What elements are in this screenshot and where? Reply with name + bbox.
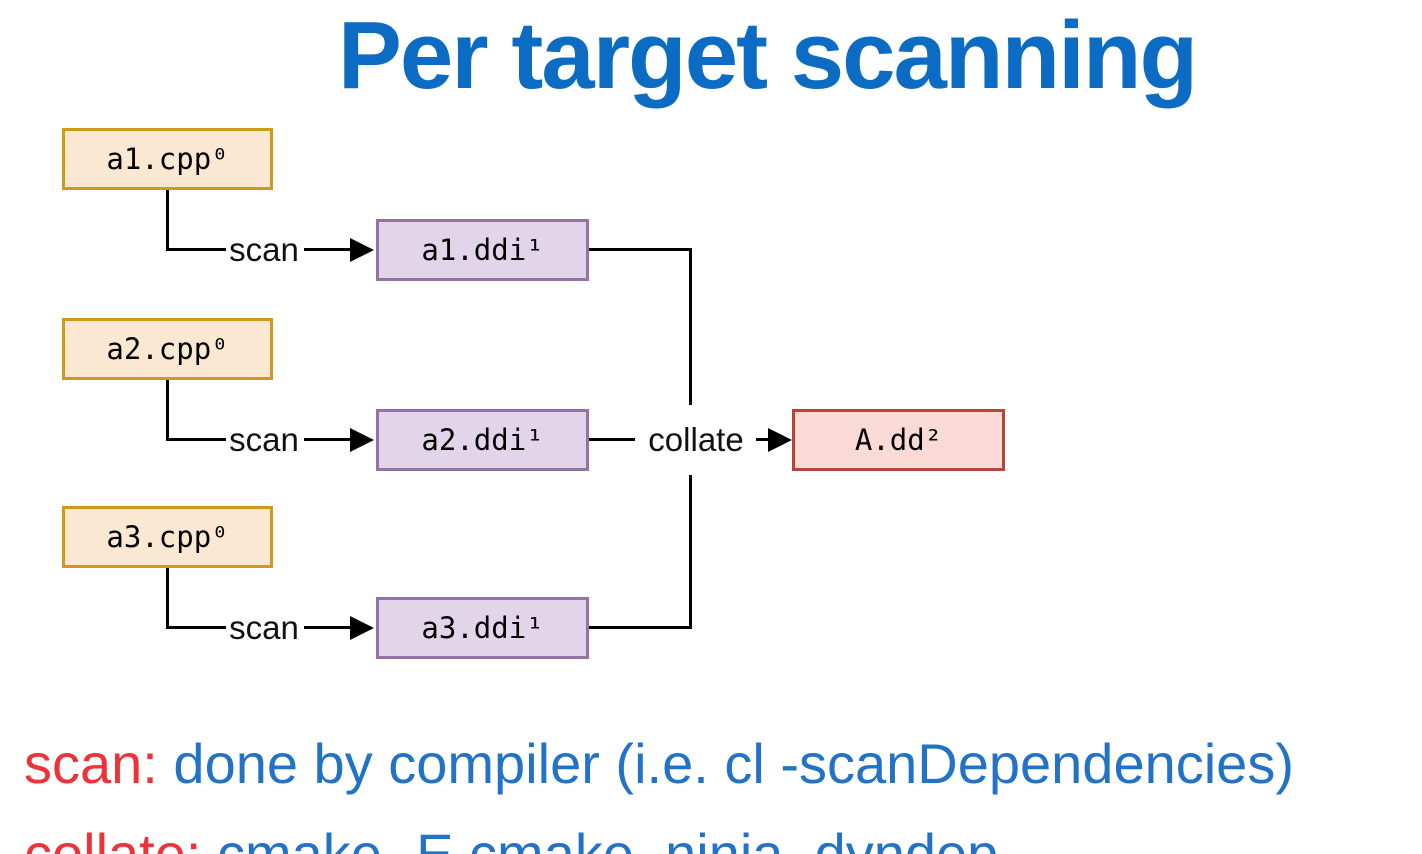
connector-a2-scan-left	[166, 438, 226, 441]
legend-collate-text: cmake -E cmake_ninja_dyndep	[217, 822, 999, 854]
collate-label: collate	[648, 421, 744, 458]
connector-collate-left	[589, 438, 635, 441]
page-title: Per target scanning	[337, 2, 1198, 109]
connector-a1-stem	[166, 190, 169, 251]
trunk-bottom	[689, 475, 692, 629]
scan-label-a2: scan	[229, 421, 299, 458]
connector-a3-scan-right	[304, 626, 352, 629]
box-a3-ddi: a3.ddi¹	[376, 597, 589, 659]
box-a1-ddi: a1.ddi¹	[376, 219, 589, 281]
box-a-dd: A.dd²	[792, 409, 1005, 471]
legend-collate: collate: cmake -E cmake_ninja_dyndep	[24, 822, 998, 854]
box-a2-ddi: a2.ddi¹	[376, 409, 589, 471]
trunk-top	[689, 248, 692, 405]
arrowhead-icon	[350, 616, 374, 640]
connector-a2-scan-right	[304, 438, 352, 441]
arrowhead-icon	[350, 238, 374, 262]
legend-scan-term: scan:	[24, 732, 158, 795]
connector-a3-stem	[166, 568, 169, 629]
connector-a3-scan-left	[166, 626, 226, 629]
connector-a2-stem	[166, 380, 169, 441]
scan-label-a3: scan	[229, 609, 299, 646]
connector-a1-scan-right	[304, 248, 352, 251]
legend-scan: scan: done by compiler (i.e. cl -scanDep…	[24, 732, 1294, 796]
box-a1-cpp: a1.cpp⁰	[62, 128, 273, 190]
box-a3-cpp: a3.cpp⁰	[62, 506, 273, 568]
arrowhead-icon	[350, 428, 374, 452]
connector-a1-scan-left	[166, 248, 226, 251]
connector-a1-to-trunk	[589, 248, 692, 251]
scan-label-a1: scan	[229, 231, 299, 268]
legend-collate-term: collate:	[24, 822, 202, 854]
connector-a3-to-trunk	[589, 626, 692, 629]
connector-collate-right	[756, 438, 770, 441]
legend-scan-text: done by compiler (i.e. cl -scanDependenc…	[173, 732, 1294, 795]
box-a2-cpp: a2.cpp⁰	[62, 318, 273, 380]
arrowhead-icon	[768, 428, 792, 452]
